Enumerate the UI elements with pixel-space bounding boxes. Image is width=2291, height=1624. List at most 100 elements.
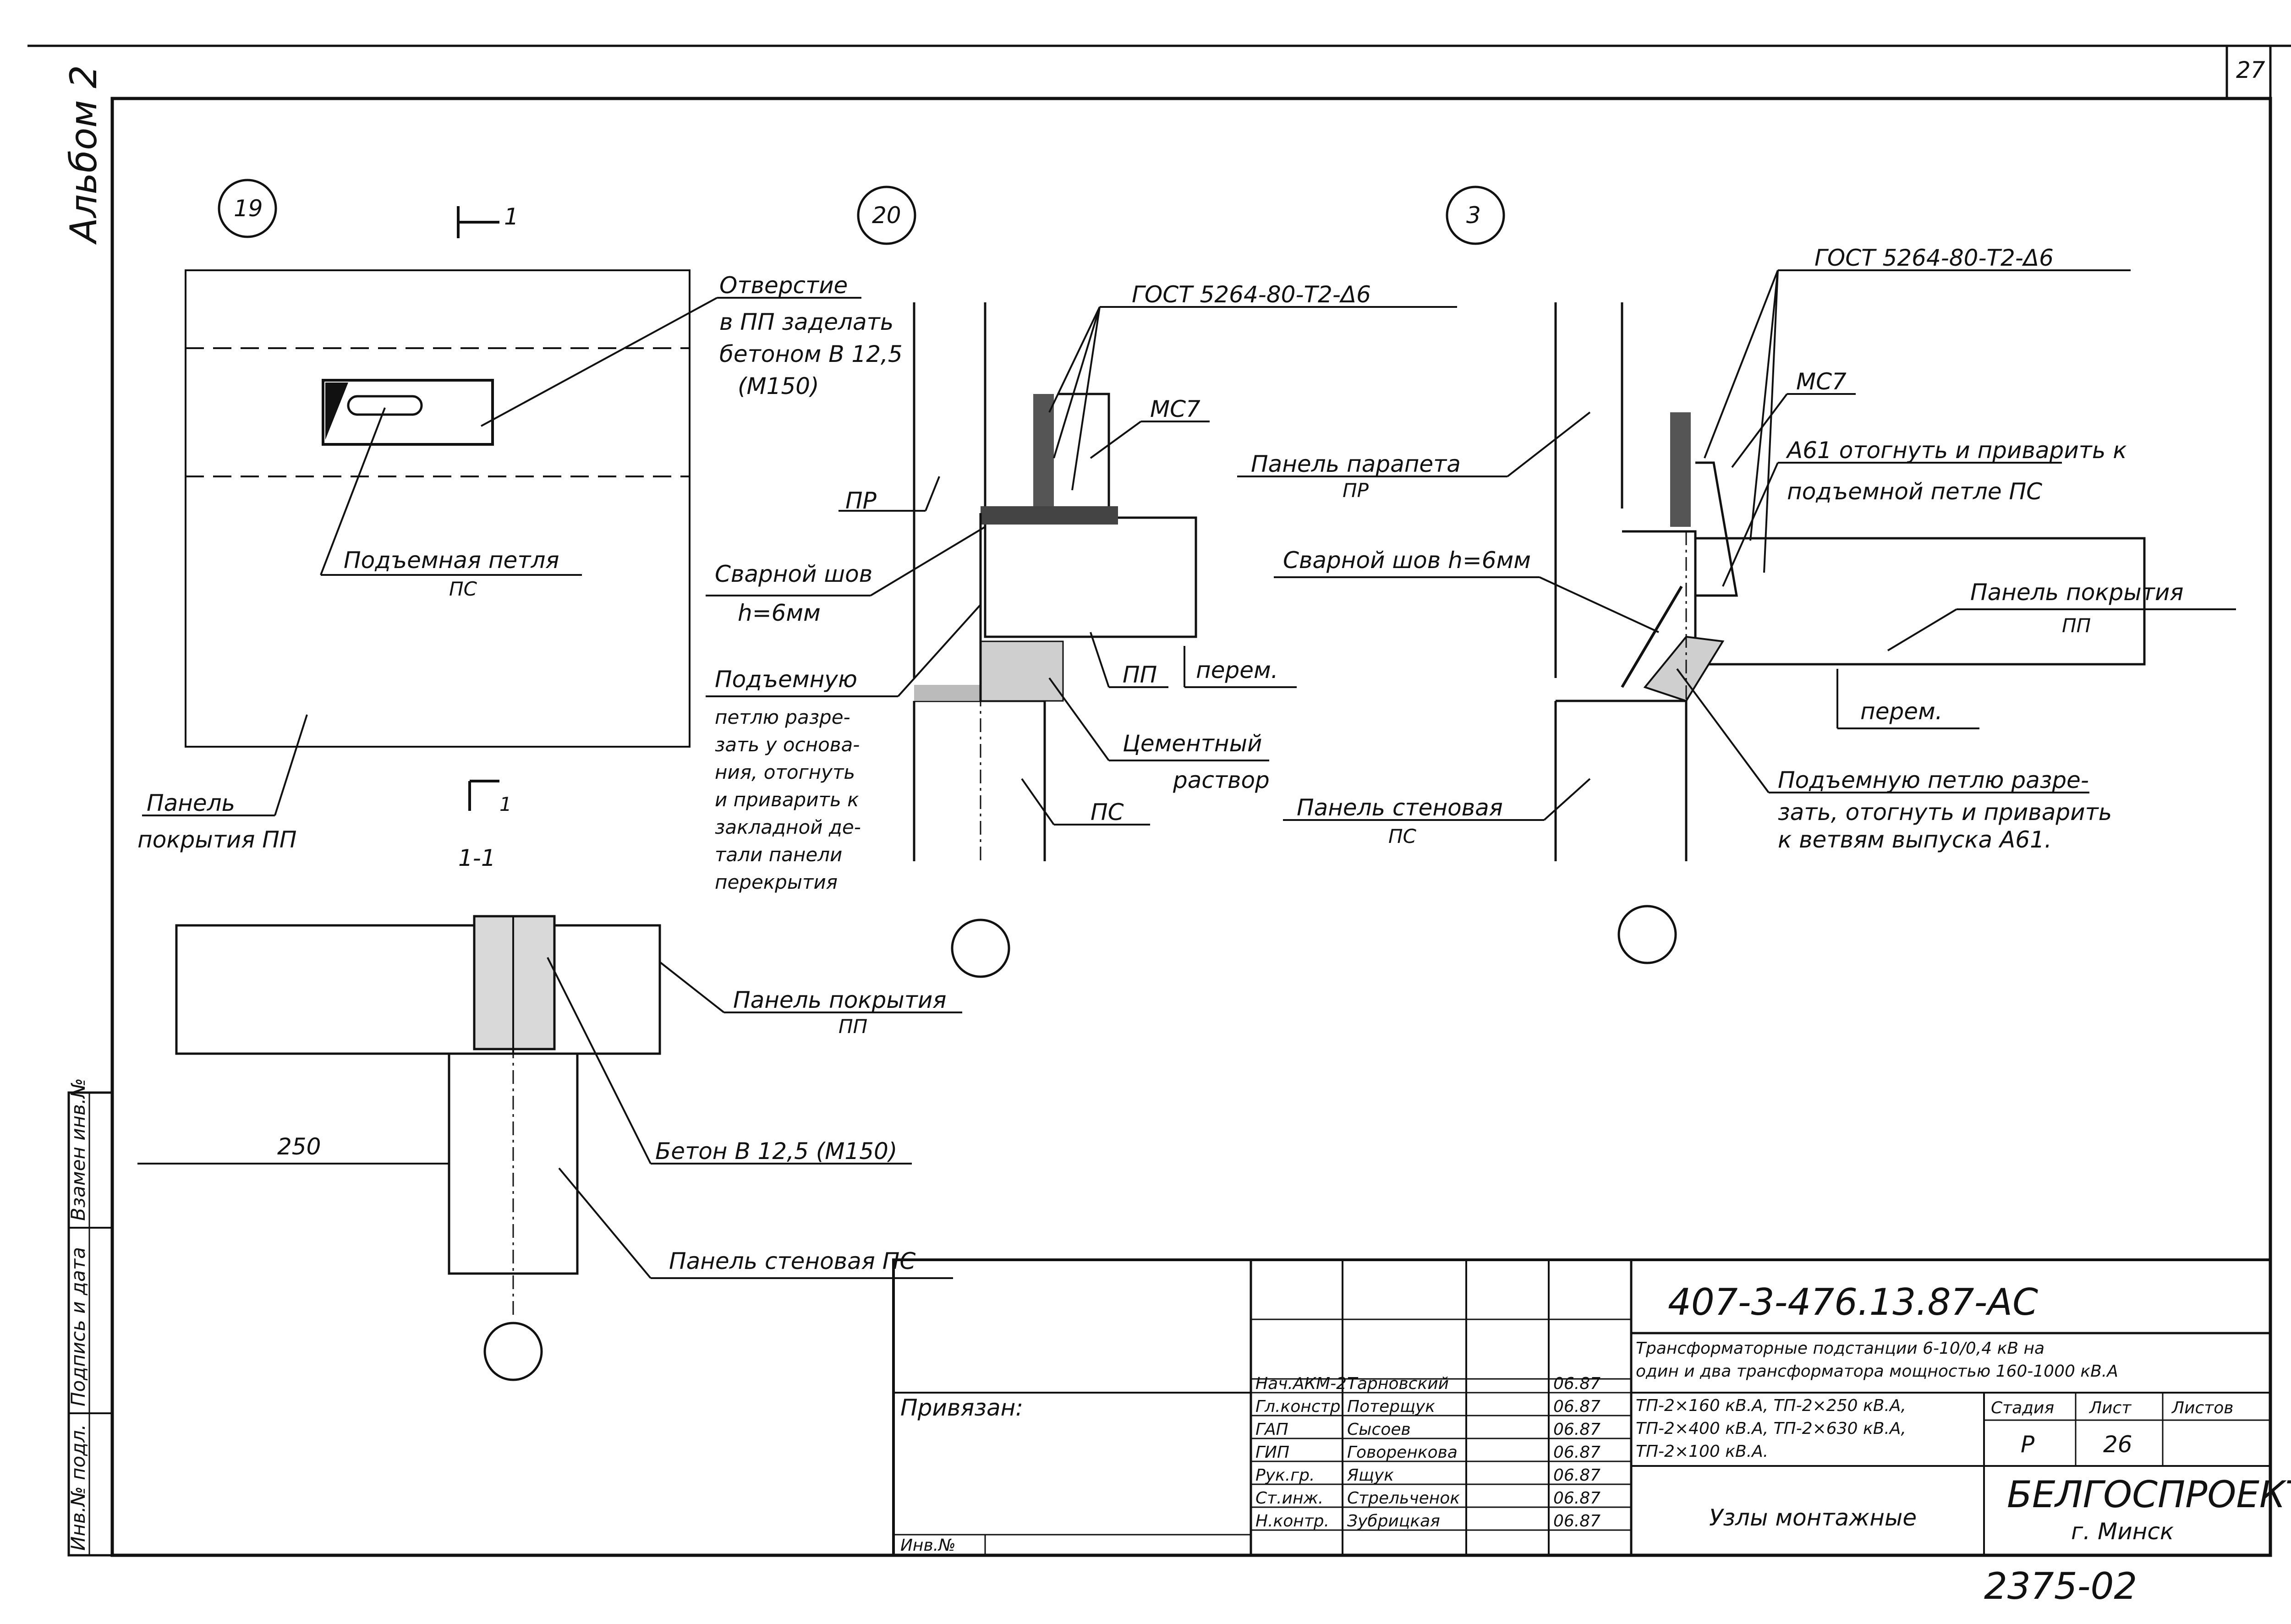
node-3-roof-panel-code: ПП (2062, 614, 2091, 637)
section-roof-panel (175, 924, 661, 1055)
section-concrete-label: Бетон В 12,5 (М150) (655, 1138, 897, 1165)
sheet-title: Узлы монтажные (1709, 1504, 1917, 1531)
lifting-loop-label: Подъемная петля (344, 547, 559, 574)
inv-label: Инв.№ (900, 1536, 956, 1555)
section-wall-panel-label: Панель стеновая ПС (669, 1248, 915, 1274)
node-20-loop-note-4: ния, отогнуть (715, 761, 855, 783)
node-20-mortar (980, 640, 1064, 702)
description-2: один и два трансформатора мощностью 160-… (1636, 1362, 2118, 1381)
strip-podpis-data: Подпись и дата (67, 1247, 89, 1406)
person-date: 06.87 (1553, 1443, 1600, 1462)
sheets-label: Листов (2171, 1399, 2233, 1417)
node-20-mortar-1: Цементный (1123, 730, 1262, 757)
section-mark-top: 1 (504, 203, 519, 230)
description-1: Трансформаторные подстанции 6-10/0,4 кВ … (1636, 1339, 2044, 1358)
node-20-number: 20 (872, 202, 901, 229)
node-3-perem: перем. (1860, 698, 1943, 725)
person-date: 06.87 (1553, 1466, 1600, 1485)
person-name: Ящук (1347, 1466, 1394, 1485)
opening-rect (322, 379, 494, 446)
node-20-loop-note-7: тали панели (715, 843, 842, 866)
node-3-roof-panel-label: Панель покрытия (1970, 579, 2183, 606)
variants-1: ТП-2×160 кВ.А, ТП-2×250 кВ.А, (1636, 1396, 1906, 1415)
node-3-wall-panel-code: ПС (1388, 825, 1417, 848)
node-20-loop-note-2: петлю разре- (715, 706, 850, 728)
node-20-ps: ПС (1091, 799, 1124, 826)
person-name: Стрельченок (1347, 1489, 1460, 1508)
node-20-loop-note-6: закладной де- (715, 816, 861, 838)
axis-bubble-3 (1617, 905, 1677, 964)
corner-number: 27 (2236, 57, 2265, 83)
axis-bubble-2 (951, 919, 1010, 978)
node-20-mc: МС7 (1150, 396, 1200, 422)
opening-leader (481, 297, 718, 427)
node-3-gost: ГОСТ 5264-80-Т2-Δ6 (1814, 245, 2054, 271)
opening-note-2: в ПП заделать (719, 309, 893, 335)
organization: БЕЛГОСПРОЕКТ (2007, 1473, 2291, 1516)
person-name: Тарновский (1347, 1374, 1449, 1393)
person-role: ГАП (1255, 1420, 1288, 1439)
node-3-mc: МС7 (1796, 368, 1847, 395)
concrete-fill (473, 915, 556, 1050)
node-20-perem: перем. (1196, 657, 1278, 684)
node-19-marker (218, 179, 277, 238)
strip-vzam-inv: Взамен инв.№ (67, 1078, 89, 1221)
node-20-mortar-2: раствор (1173, 767, 1270, 793)
section-wall-panel (448, 1052, 579, 1275)
person-date: 06.87 (1553, 1489, 1600, 1508)
variants-3: ТП-2×100 кВ.А. (1636, 1442, 1768, 1461)
node-20-weld-h: h=6мм (738, 600, 821, 626)
panel-label-2: покрытия ПП (137, 826, 297, 853)
person-date: 06.87 (1553, 1420, 1600, 1439)
node-3-loop-note-1: Подъемную петлю разре- (1778, 767, 2089, 793)
node-20-weld: Сварной шов (715, 561, 872, 587)
section-1-1: 1-1 Панель покрытия ПП Бетон В 12,5 (М15… (137, 845, 962, 1381)
strip-inv-podl: Инв.№ подл. (67, 1424, 89, 1551)
section-roof-panel-code: ПП (839, 1015, 867, 1038)
person-role: Н.контр. (1255, 1512, 1329, 1531)
organization-city: г. Минск (2071, 1518, 2174, 1545)
person-role: ГИП (1255, 1443, 1289, 1462)
person-name: Зубрицкая (1347, 1512, 1440, 1531)
title-block (892, 1258, 2272, 1557)
node-20-floor-panel (984, 516, 1197, 638)
person-name: Говоренкова (1347, 1443, 1458, 1462)
sheet-value: 26 (2103, 1431, 2132, 1458)
axis-bubble-1 (483, 1322, 543, 1381)
person-name: Потерщук (1347, 1397, 1435, 1416)
node-20-embedded-plate (1033, 394, 1054, 518)
node-3-parapet: Панель парапета (1251, 451, 1461, 477)
corner-number-box (2225, 44, 2272, 100)
person-name: Сысоев (1347, 1420, 1411, 1439)
node-3-loop-note-2: зать, отогнуть и приварить (1778, 799, 2112, 826)
panel-label-1: Панель (147, 790, 235, 816)
node-20-pr: ПР (845, 487, 877, 514)
node-20: 20 ГОСТ 5264-80-Т2-Δ6 МС7 ПР Сварной шов… (706, 186, 1457, 978)
person-date: 06.87 (1553, 1374, 1600, 1393)
people-table: Нач.АКМ-2 Тарновский 06.87 Гл.констр Пот… (1255, 1374, 1600, 1531)
node-3: 3 ГОСТ 5264-80-Т2-Δ6 МС7 Панель парапета… (1237, 186, 2236, 964)
stamp-bottom: 2375-02 (1984, 1565, 2137, 1608)
node-19-panel-outline (185, 269, 691, 748)
node-20-loop-note-3: зать у основа- (715, 733, 860, 756)
person-role: Нач.АКМ-2 (1255, 1374, 1347, 1393)
opening-note-1: Отверстие (719, 272, 848, 299)
node-3-marker (1446, 186, 1505, 245)
person-role: Ст.инж. (1255, 1489, 1323, 1508)
sheet-label: Лист (2088, 1399, 2132, 1417)
dim-250: 250 (277, 1133, 321, 1160)
node-3-roof-panel (1694, 537, 2146, 666)
node-20-loop-note-5: и приварить к (715, 788, 859, 811)
lifting-loop-slot (347, 395, 423, 416)
node-19: 19 1 1 Отверстие в ПП заделать бетоном В… (137, 179, 903, 853)
stage-value: Р (2021, 1431, 2035, 1458)
node-3-loop-note-3: к ветвям выпуска А61. (1778, 826, 2052, 853)
node-3-weld: Сварной шов h=6мм (1283, 547, 1531, 574)
left-strip: Взамен инв.№ Подпись и дата Инв.№ подл. (67, 1078, 114, 1557)
node-20-loop-note-8: перекрытия (715, 871, 838, 893)
opening-note-4: (М150) (738, 373, 819, 399)
node-20-pp: ПП (1123, 662, 1157, 688)
document-code: 407-3-476.13.87-АС (1668, 1281, 2038, 1323)
opening-hatch (325, 383, 348, 440)
